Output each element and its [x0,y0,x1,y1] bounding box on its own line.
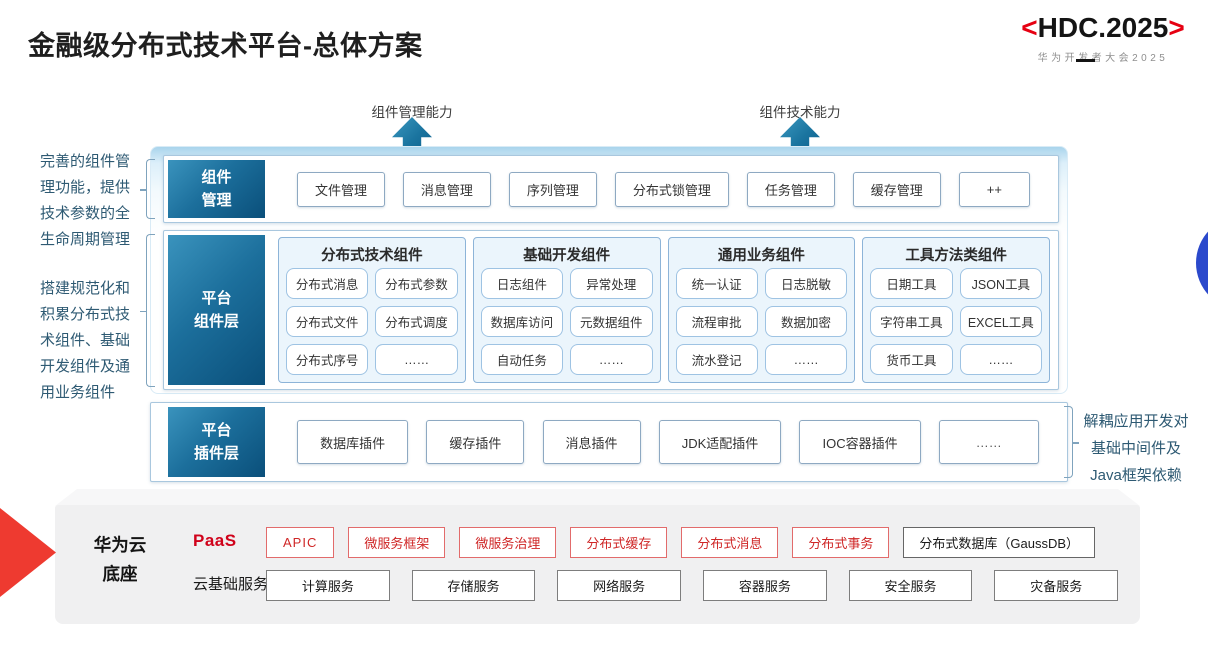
row-label-component-management: 组件 管理 [168,160,265,218]
cloud-box-compute: 计算服务 [266,570,390,601]
component-cell: …… [375,344,458,375]
cloud-base-label: 云基础服务 [193,576,269,593]
left-bracket [140,159,155,219]
component-cell: JSON工具 [959,268,1042,299]
component-columns: 分布式技术组件 分布式消息 分布式参数 分布式文件 分布式调度 分布式序号 ……… [269,231,1058,389]
component-cell: …… [764,344,848,375]
hdc-logo-subtitle: 华为开发者大会2025 [1037,53,1169,64]
cloud-box-security: 安全服务 [848,570,973,601]
plugin-box-more: …… [938,420,1039,464]
capability-label-technical: 组件技术能力 [759,105,841,120]
paas-box-apic: APIC [266,527,335,558]
note-plugin-layer: 解耦应用开发对基础中间件及Java框架依赖 [1083,413,1189,484]
paas-label: PaaS [193,531,237,550]
logo-left-chevron-icon: < [1021,12,1038,43]
capability-label-management: 组件管理能力 [371,105,453,120]
cloud-base-services: 计算服务 存储服务 网络服务 容器服务 安全服务 灾备服务 [266,570,1119,601]
paas-box-distributed-transaction: 分布式事务 [792,527,890,558]
component-cell: 元数据组件 [570,306,653,337]
cloud-box-disaster-recovery: 灾备服务 [994,570,1119,601]
cloud-box-storage: 存储服务 [411,570,536,601]
plugin-box-ioc: IOC容器插件 [799,420,921,464]
platform-plugin-items: 数据库插件 缓存插件 消息插件 JDK适配插件 IOC容器插件 …… [269,403,1067,481]
mgmt-box-distributed-lock: 分布式锁管理 [614,171,729,207]
component-cell: EXCEL工具 [959,306,1042,337]
component-cell: 分布式消息 [286,268,369,299]
right-bracket [1064,406,1079,478]
row-component-management: 组件 管理 文件管理 消息管理 序列管理 分布式锁管理 任务管理 缓存管理 ++ [163,155,1059,223]
note-platform-components: 搭建规范化和积累分布式技术组件、基础开发组件及通用业务组件 [40,280,131,401]
paas-box-distributed-message: 分布式消息 [681,527,779,558]
mgmt-box-task: 任务管理 [746,171,835,207]
column-title: 工具方法类组件 [905,248,1007,264]
plugin-box-database: 数据库插件 [297,420,409,464]
plugin-box-jdk: JDK适配插件 [658,420,782,464]
component-cell: …… [570,344,653,375]
column-tool-methods: 工具方法类组件 日期工具 JSON工具 字符串工具 EXCEL工具 货币工具 …… [862,237,1050,383]
column-common-business: 通用业务组件 统一认证 日志脱敏 流程审批 数据加密 流水登记 …… [667,237,856,383]
mgmt-box-more: ++ [958,171,1030,207]
column-basic-dev: 基础开发组件 日志组件 异常处理 数据库访问 元数据组件 自动任务 …… [472,237,661,383]
component-cell: 日志脱敏 [764,268,848,299]
paas-box-microservice-framework: 微服务框架 [348,527,446,558]
column-title: 通用业务组件 [717,248,805,264]
cloud-box-network: 网络服务 [557,570,682,601]
page-title: 金融级分布式技术平台-总体方案 [28,31,423,61]
component-cell: 数据库访问 [480,306,564,337]
component-cell: 分布式参数 [375,268,458,299]
paas-box-distributed-cache: 分布式缓存 [570,527,668,558]
paas-box-gaussdb: 分布式数据库（GaussDB） [903,527,1096,558]
component-cell: 分布式序号 [286,344,369,375]
mgmt-box-file: 文件管理 [296,171,385,207]
blue-circle-decoration [1196,216,1208,310]
hdc-logo-text: <HDC.2025> [1000,12,1206,44]
mgmt-box-cache: 缓存管理 [852,171,941,207]
component-cell: 异常处理 [570,268,653,299]
column-distributed-tech: 分布式技术组件 分布式消息 分布式参数 分布式文件 分布式调度 分布式序号 …… [278,237,466,383]
foundation-title: 华为云 底座 [93,535,147,584]
left-bracket [140,234,155,387]
cloud-box-container: 容器服务 [703,570,827,601]
component-cell: 分布式调度 [375,306,458,337]
column-title: 基础开发组件 [523,248,611,264]
logo-wordmark: HDC.2025 [1037,12,1169,43]
paas-services: APIC 微服务框架 微服务治理 分布式缓存 分布式消息 分布式事务 分布式数据… [266,527,1096,558]
component-cell: 货币工具 [870,344,953,375]
red-arrow-icon [0,508,56,597]
mgmt-box-sequence: 序列管理 [508,171,597,207]
plugin-box-cache: 缓存插件 [426,420,525,464]
logo-underline [1076,59,1095,62]
component-cell: 统一认证 [675,268,758,299]
component-management-items: 文件管理 消息管理 序列管理 分布式锁管理 任务管理 缓存管理 ++ [269,156,1058,222]
foundation-panel [55,505,1140,624]
component-cell: 分布式文件 [286,306,369,337]
component-cell: …… [959,344,1042,375]
row-label-platform-plugins: 平台 插件层 [168,407,265,477]
foundation-panel-lid [55,489,1140,506]
component-cell: 流程审批 [675,306,758,337]
row-platform-components: 平台 组件层 分布式技术组件 分布式消息 分布式参数 分布式文件 分布式调度 分… [163,230,1059,390]
component-cell: 字符串工具 [870,306,953,337]
column-title: 分布式技术组件 [321,248,423,264]
hdc-logo: <HDC.2025> 华为开发者大会2025 [1000,12,1206,64]
component-cell: 流水登记 [675,344,758,375]
component-cell: 自动任务 [480,344,564,375]
component-cell: 日志组件 [480,268,564,299]
plugin-box-message: 消息插件 [542,420,641,464]
paas-box-microservice-governance: 微服务治理 [459,527,557,558]
note-component-management: 完善的组件管理功能，提供技术参数的全生命周期管理 [40,153,131,248]
row-label-platform-components: 平台 组件层 [168,235,265,385]
logo-right-chevron-icon: > [1168,12,1185,43]
component-cell: 日期工具 [870,268,953,299]
row-platform-plugins: 平台 插件层 数据库插件 缓存插件 消息插件 JDK适配插件 IOC容器插件 …… [150,402,1068,482]
component-cell: 数据加密 [764,306,848,337]
mgmt-box-message: 消息管理 [402,171,491,207]
